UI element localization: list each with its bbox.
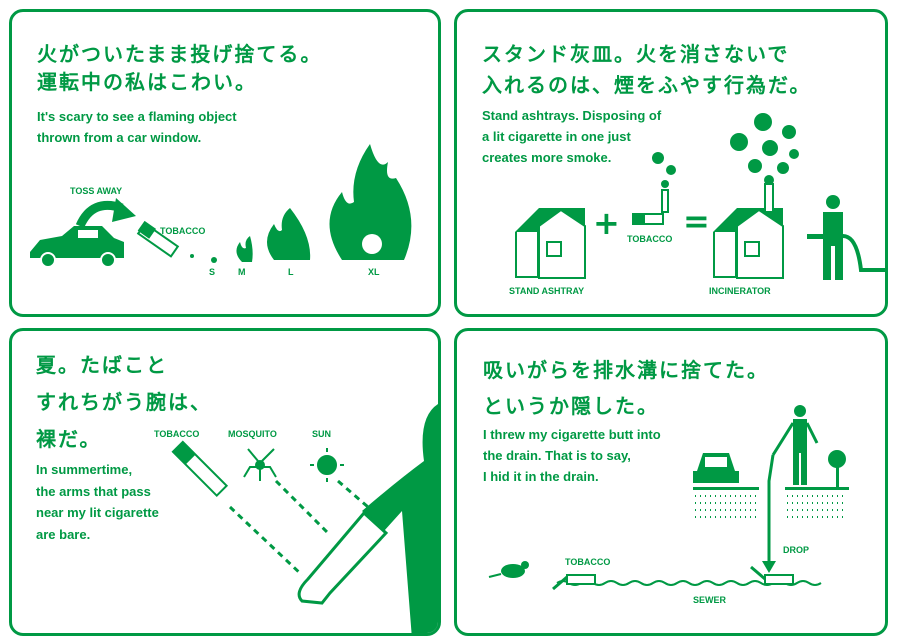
svg-text:XL: XL [368,267,380,277]
svg-text:TOBACCO: TOBACCO [154,429,199,439]
flame-m-icon [236,236,253,262]
body-line: Stand ashtrays. Disposing of [482,108,662,123]
spark-icon [190,254,194,258]
body-line: creates more smoke. [482,150,612,165]
svg-text:TOBACCO: TOBACCO [565,557,610,567]
incinerator-icon [713,183,784,279]
summer-illustration: TOBACCO MOSQUITO SUN [154,404,438,633]
svg-text:INCINERATOR: INCINERATOR [709,286,771,296]
panel-drain: 吸いがらを排水溝に捨てた。 というか隠した。 I threw my cigare… [454,328,888,636]
body-line: the drain. That is to say, [483,448,631,463]
svg-text:DROP: DROP [783,545,809,555]
heading-line: 入れるのは、煙をふやす行為だ。 [482,73,812,97]
stand-ashtray-icon [515,208,586,279]
heading-line: 運転中の私はこわい。 [37,70,257,94]
heading-line: 火がついたまま投げ捨てる。 [37,42,323,66]
svg-text:STAND ASHTRAY: STAND ASHTRAY [509,286,584,296]
drop-arrow [767,454,775,563]
body-line: the arms that pass [36,484,151,499]
panel-stand-ashtray: スタンド灰皿。火を消さないで 入れるのは、煙をふやす行為だ。 Stand ash… [454,9,888,317]
flame-l-icon [267,208,311,260]
firefighter-icon [807,195,885,280]
ashtray-illustration: STAND ASHTRAY + TOBACCO = INCINERATOR [509,113,885,296]
panel-summer-arms: 夏。たばこと すれちがう腕は、 裸だ。 In summertime, the a… [9,328,441,636]
plus-sign: + [593,204,620,242]
svg-text:SEWER: SEWER [693,595,727,605]
person-arm-icon [297,404,438,633]
car-icon [30,226,124,268]
body-line: It's scary to see a flaming object [37,109,237,124]
heading-line: すれちがう腕は、 [36,390,212,414]
equals-sign: = [683,202,710,240]
svg-text:TOSS AWAY: TOSS AWAY [70,186,122,196]
smoke-icon [652,152,676,188]
heading-line: 裸だ。 [36,427,102,451]
body-line: I threw my cigarette butt into [483,427,661,442]
svg-text:S: S [209,267,215,277]
svg-text:SUN: SUN [312,429,331,439]
body-line: are bare. [36,527,91,542]
mosquito-icon [243,448,277,481]
rat-icon [488,561,529,578]
person-icon [771,405,819,485]
ground [693,487,849,490]
car-icon [693,453,739,483]
body-line: thrown from a car window. [37,130,202,145]
drain-illustration: DROP TOBACCO SEWER [488,405,849,605]
tree-icon [828,450,846,487]
heading-line: 夏。たばこと [36,353,168,377]
ground-dots [695,495,847,518]
heading-line: 吸いがらを排水溝に捨てた。 [483,358,769,382]
heading-line: スタンド灰皿。火を消さないで [482,42,790,66]
flame-xl-icon [329,144,412,260]
body-line: I hid it in the drain. [483,469,599,484]
svg-text:L: L [288,267,294,277]
panel-toss-away: 火がついたまま投げ捨てる。 運転中の私はこわい。 It's scary to s… [9,9,441,317]
smoke-cloud-icon [730,113,799,185]
body-line: a lit cigarette in one just [482,129,631,144]
svg-text:TOBACCO: TOBACCO [627,234,672,244]
dashed-arrow [228,479,369,577]
cigarette-butt-icon [552,574,596,591]
svg-text:TOBACCO: TOBACCO [160,226,205,236]
cigarette-icon [171,440,229,498]
heading-line: というか隠した。 [483,394,659,418]
svg-text:M: M [238,267,246,277]
cigarette-icon [136,220,180,258]
body-line: In summertime, [36,462,133,477]
sun-icon [310,448,344,482]
svg-text:MOSQUITO: MOSQUITO [228,429,277,439]
body-line: near my lit cigarette [36,505,159,520]
toss-illustration: TOSS AWAY TOBACCO S M L XL [30,144,412,277]
cigarette-butt-icon [750,565,794,585]
